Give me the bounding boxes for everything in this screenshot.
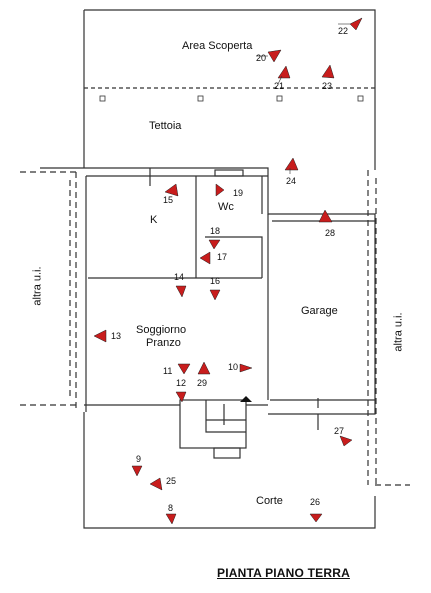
photo-markers xyxy=(93,17,363,525)
point-number: 19 xyxy=(233,188,244,198)
marker-19 xyxy=(215,183,225,197)
point-number: 21 xyxy=(274,81,285,91)
soggiorno-label: Soggiorno xyxy=(136,324,187,336)
area-scoperta-label: Area Scoperta xyxy=(182,40,253,52)
point-number: 24 xyxy=(286,176,297,186)
marker-11 xyxy=(177,363,191,375)
point-number: 26 xyxy=(310,497,321,507)
pranzo-label: Pranzo xyxy=(146,337,181,349)
marker-25 xyxy=(149,477,163,491)
marker-15 xyxy=(164,183,179,197)
point-number: 16 xyxy=(210,276,221,286)
point-number: 9 xyxy=(136,454,142,464)
marker-28 xyxy=(318,209,333,223)
marker-18 xyxy=(208,239,221,250)
marker-12 xyxy=(175,391,187,403)
marker-24 xyxy=(284,157,299,171)
marker-27 xyxy=(339,435,353,447)
altra-ui-left-label: altra u.i. xyxy=(31,266,44,306)
marker-26 xyxy=(309,513,323,523)
point-number: 27 xyxy=(334,426,345,436)
marker-10 xyxy=(239,363,253,373)
point-number: 12 xyxy=(176,378,187,388)
point-number: 10 xyxy=(228,362,239,372)
marker-20 xyxy=(267,49,282,63)
building-wall xyxy=(40,167,376,415)
marker-17 xyxy=(199,251,211,265)
point-number: 23 xyxy=(322,81,333,91)
point-number: 17 xyxy=(217,252,228,262)
marker-9 xyxy=(131,465,143,477)
stair-block xyxy=(179,399,247,449)
marker-8 xyxy=(165,513,177,525)
point-number: 14 xyxy=(174,272,185,282)
marker-22 xyxy=(349,17,363,31)
point-number: 8 xyxy=(168,503,174,513)
marker-14 xyxy=(175,285,187,298)
point-number: 11 xyxy=(163,366,173,376)
point-number: 25 xyxy=(166,476,177,486)
kitchen-label: K xyxy=(150,214,158,226)
marker-21 xyxy=(277,65,291,79)
garage-label: Garage xyxy=(301,305,338,317)
altra-ui-right-label: altra u.i. xyxy=(392,312,405,352)
point-number: 20 xyxy=(256,53,267,63)
corte-label: Corte xyxy=(256,495,283,507)
marker-23 xyxy=(321,64,335,79)
tettoia-label: Tettoia xyxy=(149,120,182,132)
page-title: PIANTA PIANO TERRA xyxy=(217,566,350,580)
lot-boundary xyxy=(83,9,376,529)
point-number: 29 xyxy=(197,378,208,388)
point-number: 22 xyxy=(338,26,349,36)
wc-label: Wc xyxy=(218,201,234,213)
marker-16 xyxy=(209,289,221,301)
point-number: 18 xyxy=(210,226,221,236)
marker-13 xyxy=(93,329,107,343)
point-number: 28 xyxy=(325,228,336,238)
point-number: 15 xyxy=(163,195,174,205)
marker-29 xyxy=(197,361,211,375)
point-number: 13 xyxy=(111,331,122,341)
